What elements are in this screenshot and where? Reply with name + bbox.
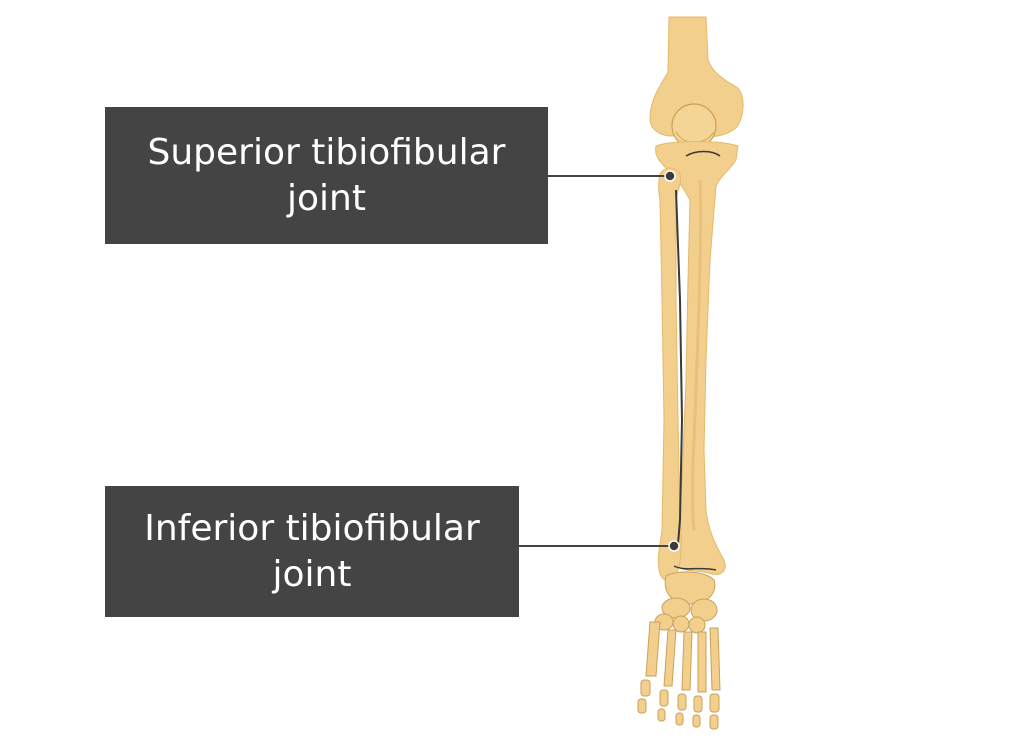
fibula-body — [657, 167, 682, 581]
phalanx-3a — [677, 693, 687, 711]
superior-joint-marker — [664, 170, 676, 182]
tibia-plateau-line — [685, 150, 721, 157]
metatarsal-4 — [697, 631, 707, 693]
fibula — [657, 167, 684, 581]
phalanx-5a — [709, 693, 720, 713]
superior-label-line1: Superior tibiofibular — [147, 131, 506, 173]
superior-label-line2: joint — [287, 177, 366, 219]
superior-label-text: Superior tibiofibular joint — [148, 130, 506, 222]
phalanx-2a — [659, 689, 669, 707]
inferior-tibiofibular-label: Inferior tibiofibular joint — [105, 486, 519, 617]
phalanx-4b — [692, 714, 701, 728]
inferior-label-line1: Inferior tibiofibular — [144, 507, 480, 549]
phalanx-1a — [640, 679, 651, 697]
phalanx-4a — [693, 695, 703, 713]
femur-shaft — [649, 16, 744, 138]
ankle-joint-line — [673, 565, 717, 571]
inferior-label-text: Inferior tibiofibular joint — [144, 506, 480, 598]
fibula-edge-line — [675, 189, 684, 545]
talus — [664, 571, 716, 605]
phalanx-2b — [657, 708, 666, 722]
metatarsal-1 — [645, 621, 661, 677]
tibia-crest-shadow — [691, 179, 703, 531]
phalanx-5b — [709, 714, 719, 730]
inferior-label-line2: joint — [272, 553, 352, 595]
metatarsal-bones — [645, 621, 721, 693]
tarsal-bones — [654, 571, 718, 634]
metatarsal-5 — [709, 627, 721, 691]
metatarsal-3 — [681, 631, 693, 691]
phalanx-3b — [675, 712, 684, 726]
phalanges — [637, 679, 720, 730]
superior-tibiofibular-label: Superior tibiofibular joint — [105, 107, 548, 244]
inferior-joint-marker — [668, 540, 680, 552]
cuneiform-3 — [688, 616, 706, 634]
phalanx-1b — [637, 698, 647, 714]
femur — [649, 16, 744, 149]
metatarsal-2 — [663, 629, 677, 687]
